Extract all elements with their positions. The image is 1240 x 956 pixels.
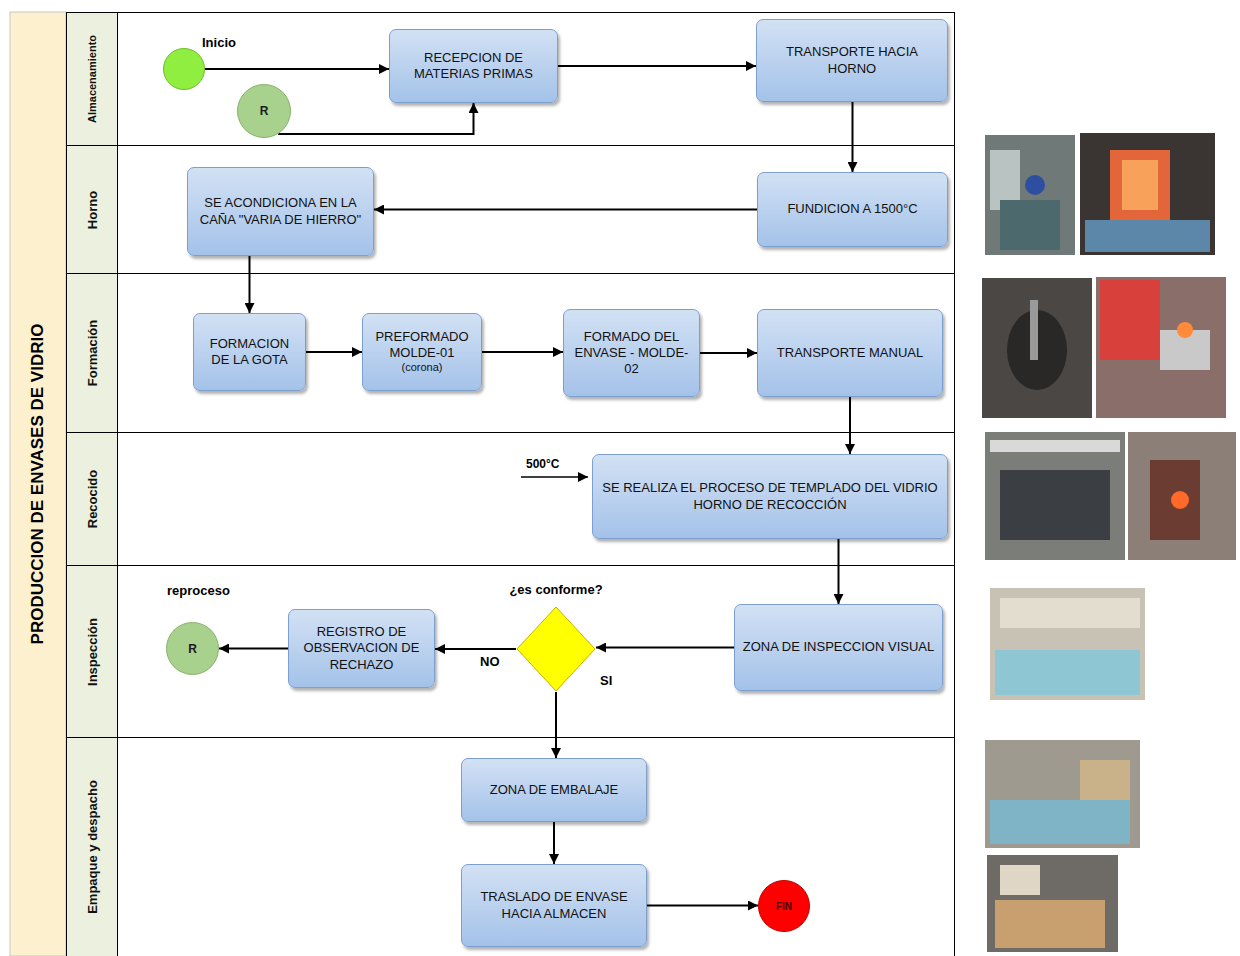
temperature-label: 500°C — [526, 457, 560, 471]
photo — [982, 278, 1092, 418]
box-text: HORNO DE RECOCCIÓN — [599, 497, 941, 513]
lane-header: Recocido — [67, 433, 118, 565]
photo — [985, 432, 1125, 560]
flow-arrow — [555, 692, 557, 758]
process-box: FORMADO DEL ENVASE - MOLDE-02 — [563, 309, 700, 397]
flow-arrow — [482, 351, 563, 353]
swimlane: Recocido SE REALIZA EL PROCESO DE TEMPLAD… — [66, 432, 955, 565]
flow-arrow — [596, 647, 734, 649]
title-band — [10, 12, 66, 956]
box-text: ZONA DE EMBALAJE — [468, 782, 640, 798]
photo — [985, 135, 1075, 255]
connector-circle: R — [237, 84, 291, 138]
input-arrow — [521, 476, 588, 478]
process-box: PREFORMADO MOLDE-01(corona) — [362, 313, 482, 391]
swimlane: Horno SE ACONDICIONA EN LA CAÑA "VARIA DE… — [66, 145, 955, 273]
connector-circle: Inicio — [163, 48, 205, 90]
lane-header: Almacenamiento — [67, 13, 118, 145]
photo — [1128, 432, 1236, 560]
circle-heading: reproceso — [167, 583, 230, 598]
flow-arrow — [700, 352, 757, 354]
box-text: SE ACONDICIONA EN LA CAÑA "VARIA DE HIER… — [194, 195, 367, 228]
lane-label: Horno — [85, 190, 100, 228]
connector-circle: reprocesoR — [166, 622, 219, 675]
flow-arrow — [838, 539, 840, 604]
process-box: TRASLADO DE ENVASE HACIA ALMACEN — [461, 864, 647, 947]
box-text: REGISTRO DE OBSERVACION DE RECHAZO — [295, 624, 428, 673]
box-text: TRANSPORTE MANUAL — [764, 345, 936, 361]
swimlane: Empaque y despacho ZONA DE EMBALAJE TRASLA… — [66, 737, 955, 956]
lane-label: Inspección — [85, 618, 100, 686]
box-text: (corona) — [369, 361, 475, 375]
edge-label: SI — [598, 673, 614, 688]
flow-arrow — [374, 209, 757, 211]
circle-text: R — [260, 104, 269, 118]
connector-circle: FIN — [758, 880, 810, 932]
flow-arrow — [205, 68, 389, 70]
flow-arrow — [852, 102, 854, 172]
process-box: TRANSPORTE HACIA HORNO — [756, 19, 948, 102]
swimlane: Almacenamiento InicioR RECEPCION DE MATERI… — [66, 12, 955, 145]
flow-arrow — [849, 397, 851, 454]
diamond-shape — [516, 606, 596, 692]
diagram-title: PRODUCCION DE ENVASES DE VIDRIO — [28, 324, 48, 645]
box-text: TRASLADO DE ENVASE HACIA ALMACEN — [468, 889, 640, 922]
flow-arrow — [553, 822, 555, 864]
flow-arrow — [435, 648, 516, 650]
lane-header: Horno — [67, 146, 118, 273]
process-box: FORMACION DE LA GOTA — [193, 313, 306, 391]
flow-arrow — [647, 905, 758, 907]
process-box: REGISTRO DE OBSERVACION DE RECHAZO — [288, 609, 435, 688]
photo — [1096, 277, 1226, 418]
box-text: FORMADO DEL ENVASE - MOLDE-02 — [570, 329, 693, 378]
lane-label: Almacenamiento — [86, 35, 98, 123]
box-text: RECEPCION DE MATERIAS PRIMAS — [396, 50, 551, 83]
photo — [1080, 133, 1215, 255]
process-box: TRANSPORTE MANUAL — [757, 309, 943, 397]
process-box: FUNDICION A 1500°C — [757, 172, 948, 247]
lane-label: Recocido — [85, 470, 100, 529]
photo — [985, 740, 1140, 848]
lane-label: Empaque y despacho — [85, 780, 100, 914]
swimlane: InspecciónreprocesoRREGISTRO DE OBSERVAC… — [66, 565, 955, 737]
photo — [990, 588, 1145, 700]
flow-arrow — [558, 65, 756, 67]
photo — [987, 855, 1118, 952]
edge-label: NO — [478, 654, 502, 669]
box-text: ZONA DE INSPECCION VISUAL — [741, 639, 936, 655]
process-box: SE REALIZA EL PROCESO DE TEMPLADO DEL VI… — [592, 454, 948, 539]
circle-heading: Inicio — [202, 35, 236, 50]
box-text: TRANSPORTE HACIA HORNO — [763, 44, 941, 77]
box-text: FUNDICION A 1500°C — [764, 201, 941, 217]
circle-text: R — [188, 642, 197, 656]
flow-arrow — [219, 648, 288, 650]
box-text: PREFORMADO MOLDE-01 — [369, 329, 475, 362]
box-text: SE REALIZA EL PROCESO DE TEMPLADO DEL VI… — [599, 480, 941, 496]
circle-text: FIN — [776, 901, 792, 912]
process-box: RECEPCION DE MATERIAS PRIMAS — [389, 29, 558, 103]
swimlane: Formación FORMACION DE LA GOTA PREFORMADO … — [66, 273, 955, 432]
decision-question: ¿es conforme? — [509, 582, 602, 597]
flow-arrow — [306, 351, 362, 353]
lane-label: Formación — [85, 320, 100, 386]
process-box: ZONA DE INSPECCION VISUAL — [734, 604, 943, 691]
decision-diamond: ¿es conforme? — [516, 606, 596, 692]
flow-arrow — [249, 256, 251, 313]
process-box: SE ACONDICIONA EN LA CAÑA "VARIA DE HIER… — [187, 167, 374, 256]
flow-arrow — [278, 103, 473, 134]
lane-header: Inspección — [67, 566, 118, 737]
lane-header: Formación — [67, 274, 118, 432]
box-text: FORMACION DE LA GOTA — [200, 336, 299, 369]
process-box: ZONA DE EMBALAJE — [461, 758, 647, 822]
lane-header: Empaque y despacho — [67, 738, 118, 956]
